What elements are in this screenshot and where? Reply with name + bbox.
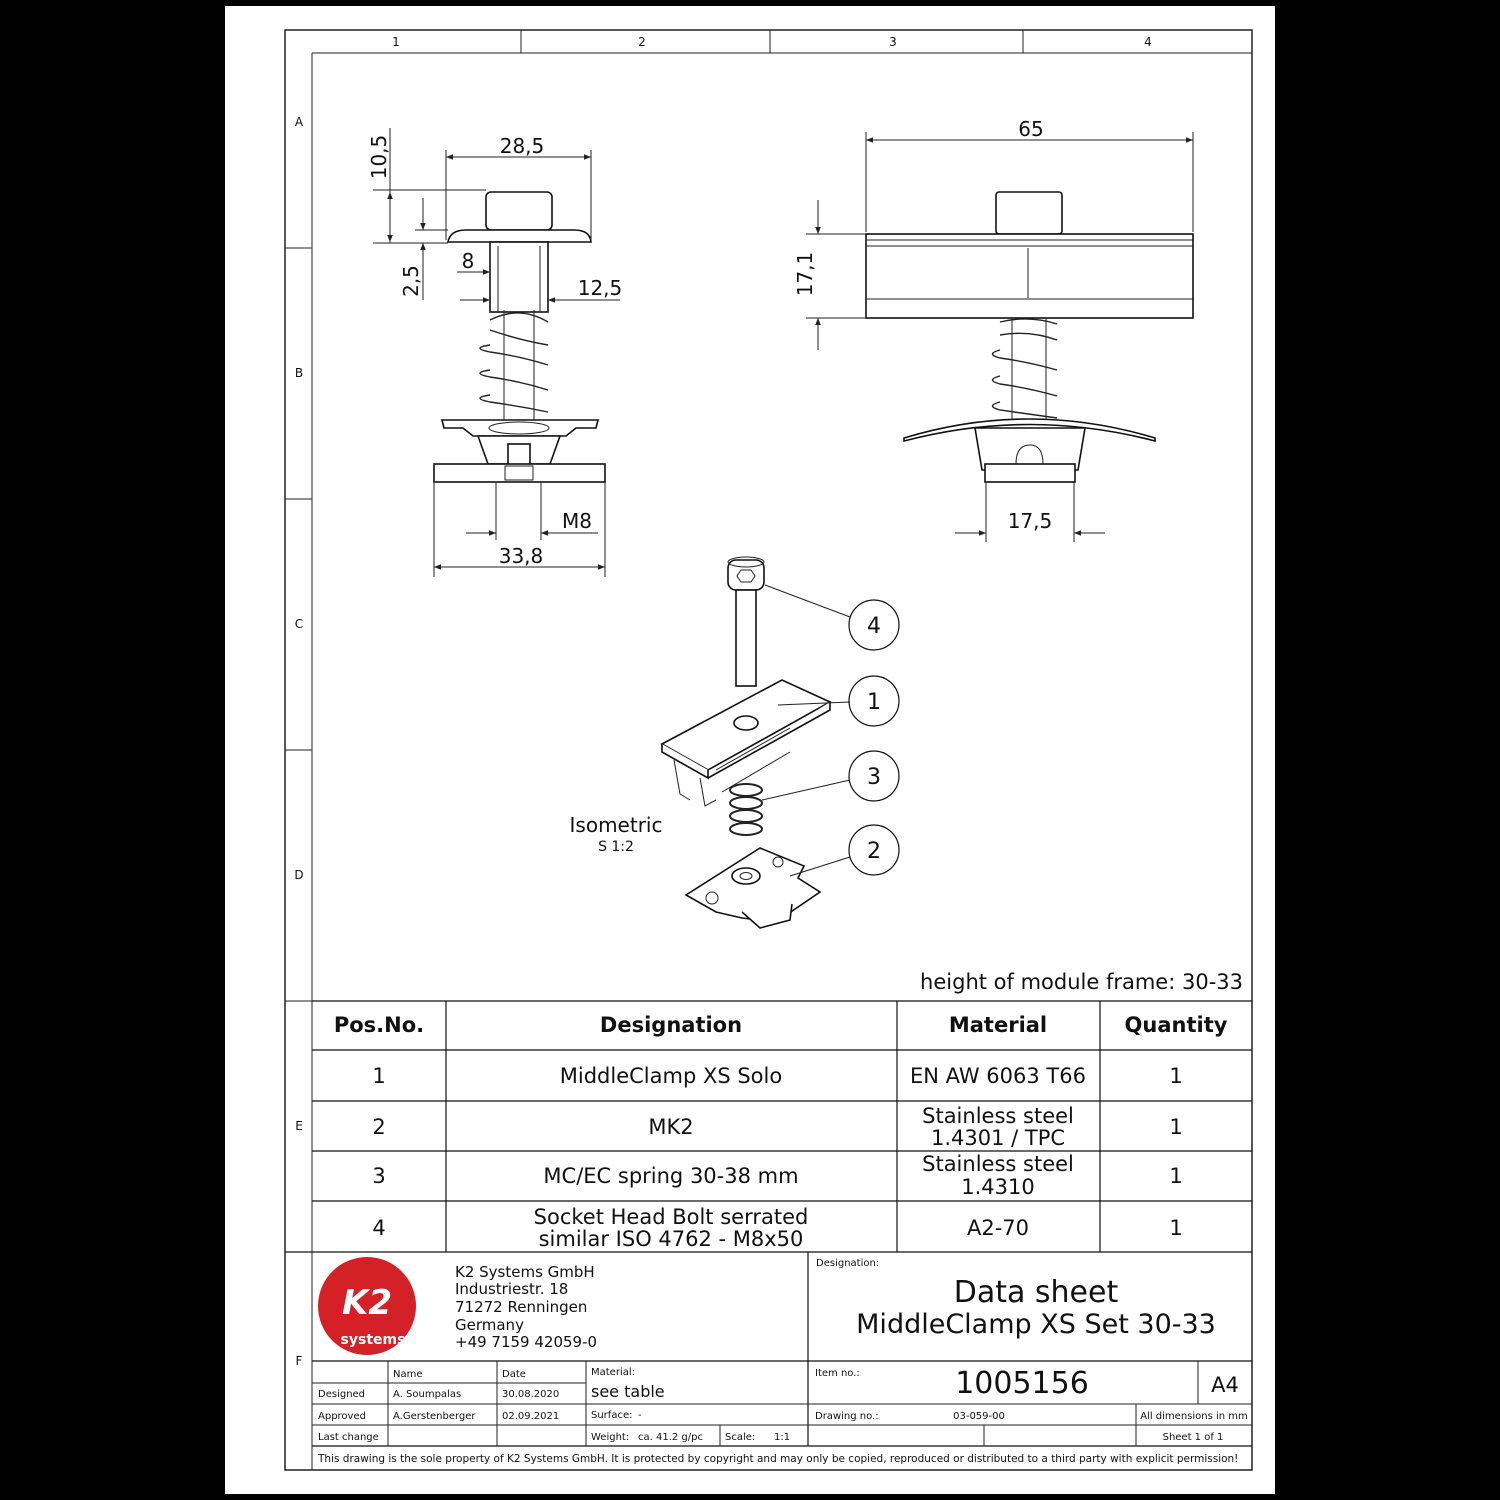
balloon-4: 4 (867, 614, 881, 639)
row-pos: 2 (372, 1115, 385, 1139)
weight-label: Weight: (591, 1432, 629, 1443)
front-view: 28,5 10,5 2,5 8 12,5 M8 33,8 (367, 128, 622, 577)
designation-label: Designation: (816, 1258, 879, 1269)
format: A4 (1211, 1373, 1239, 1397)
row-pos: 4 (372, 1216, 385, 1240)
col-label: 1 (392, 35, 400, 49)
col-label: 2 (638, 35, 646, 49)
dim-m8: M8 (562, 509, 592, 533)
row-qty: 1 (1169, 1216, 1182, 1240)
item-no: 1005156 (955, 1366, 1089, 1401)
approved-label: Approved (318, 1411, 366, 1422)
copyright-notice: This drawing is the sole property of K2 … (317, 1453, 1238, 1465)
row-material: Stainless steel (922, 1152, 1074, 1176)
address-line: Germany (455, 1316, 524, 1334)
dim-2-5: 2,5 (399, 265, 423, 297)
row-pos: 1 (372, 1064, 385, 1088)
row-designation: MK2 (648, 1115, 693, 1139)
dim-12-5: 12,5 (578, 276, 623, 300)
side-view: 65 17,1 17,5 (793, 117, 1194, 542)
row-label: A (295, 115, 304, 129)
scale-value: 1:1 (774, 1432, 790, 1443)
isometric-label: Isometric (570, 813, 663, 837)
drawing-no: 03-059-00 (953, 1411, 1005, 1422)
row-label: C (295, 617, 303, 631)
title-line-2: MiddleClamp XS Set 30-33 (856, 1309, 1216, 1340)
last-change-label: Last change (318, 1432, 379, 1443)
row-material: Stainless steel (922, 1104, 1074, 1128)
dim-28-5: 28,5 (500, 134, 545, 158)
header-quantity: Quantity (1125, 1013, 1228, 1037)
material-label: Material: (591, 1367, 635, 1378)
title-block: K2 systems K2 Systems GmbH Industriestr.… (312, 1252, 1252, 1465)
material-value: see table (591, 1382, 665, 1401)
col-label: 4 (1144, 35, 1152, 49)
logo-text: K2 (342, 1283, 392, 1323)
balloon-3: 3 (867, 765, 881, 790)
weight-value: ca. 41.2 g/pc (638, 1432, 703, 1443)
dim-65: 65 (1018, 117, 1043, 141)
module-frame-note: height of module frame: 30-33 (920, 970, 1243, 994)
address-line: 71272 Renningen (455, 1298, 587, 1316)
designed-name: A. Soumpalas (393, 1389, 461, 1400)
row-label: E (295, 1119, 303, 1133)
item-no-label: Item no.: (815, 1368, 860, 1379)
row-pos: 3 (372, 1164, 385, 1188)
scale-label: Scale: (725, 1432, 755, 1443)
approved-date: 02.09.2021 (502, 1411, 559, 1422)
address-line: Industriestr. 18 (455, 1280, 568, 1298)
approved-name: A.Gerstenberger (393, 1411, 476, 1422)
header-material: Material (949, 1013, 1047, 1037)
col-date: Date (502, 1369, 526, 1380)
dim-10-5: 10,5 (367, 135, 391, 180)
units-note: All dimensions in mm (1140, 1411, 1248, 1422)
surface-label: Surface: (591, 1410, 632, 1421)
row-material: A2-70 (967, 1216, 1029, 1240)
drawing-frame: 1 2 3 4 A B C D E F (284, 29, 1253, 1471)
designed-date: 30.08.2020 (502, 1389, 559, 1400)
row-material: 1.4310 (961, 1175, 1034, 1199)
row-designation: Socket Head Bolt serrated (534, 1205, 809, 1229)
drawing-no-label: Drawing no.: (815, 1411, 879, 1422)
col-name: Name (393, 1369, 423, 1380)
logo-sub: systems (341, 1332, 406, 1348)
row-qty: 1 (1169, 1115, 1182, 1139)
row-qty: 1 (1169, 1064, 1182, 1088)
header-pos-no: Pos.No. (334, 1013, 424, 1037)
dim-17-1: 17,1 (793, 252, 817, 297)
header-designation: Designation (600, 1013, 742, 1037)
isometric-scale: S 1:2 (598, 839, 634, 855)
col-label: 3 (889, 35, 897, 49)
row-label: F (296, 1354, 303, 1368)
row-material: 1.4301 / TPC (931, 1126, 1065, 1150)
k2-logo (318, 1257, 416, 1355)
designed-label: Designed (318, 1389, 365, 1400)
row-label: D (294, 868, 303, 882)
row-qty: 1 (1169, 1164, 1182, 1188)
row-designation: MiddleClamp XS Solo (560, 1064, 782, 1088)
dim-17-5: 17,5 (1008, 509, 1053, 533)
surface-value: - (638, 1410, 642, 1421)
balloon-2: 2 (867, 839, 881, 864)
row-designation: similar ISO 4762 - M8x50 (539, 1227, 804, 1251)
balloon-1: 1 (867, 690, 881, 715)
dim-8: 8 (462, 249, 475, 273)
isometric-view: 4 1 3 2 Isometric S 1:2 (570, 556, 900, 929)
row-material: EN AW 6063 T66 (910, 1064, 1086, 1088)
address-line: K2 Systems GmbH (455, 1263, 595, 1281)
row-designation: MC/EC spring 30-38 mm (543, 1164, 798, 1188)
title-line-1: Data sheet (954, 1275, 1119, 1310)
address-line: +49 7159 42059-0 (455, 1333, 597, 1351)
parts-table: Pos.No. Designation Material Quantity 1 … (285, 1000, 1252, 1253)
row-label: B (295, 366, 303, 380)
sheet-number: Sheet 1 of 1 (1163, 1432, 1224, 1443)
dim-33-8: 33,8 (499, 544, 544, 568)
